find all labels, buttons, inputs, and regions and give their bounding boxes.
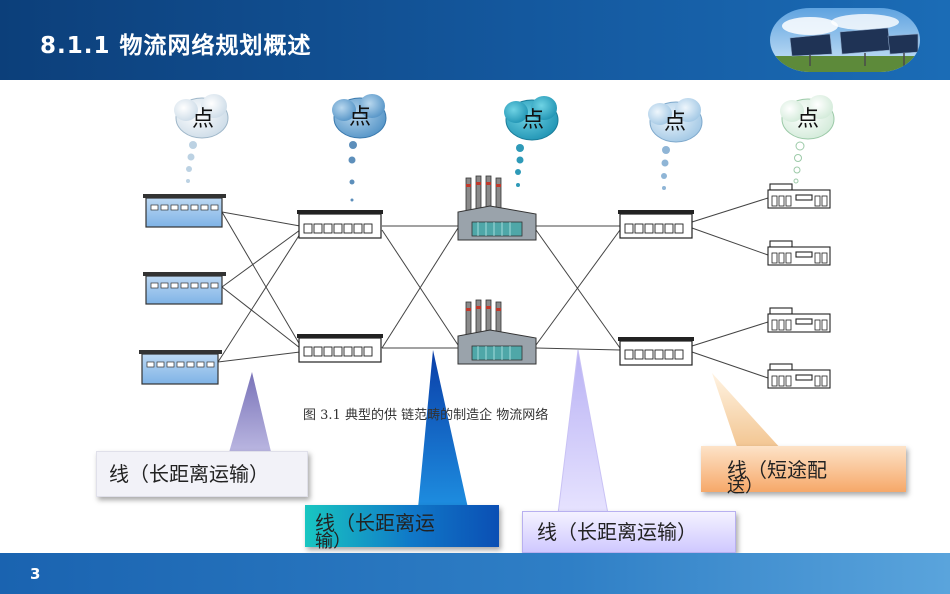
callout-pointer-2 [418, 350, 468, 508]
node-label-2: 点 [349, 105, 371, 130]
node-cloud-5: 点 [780, 95, 835, 184]
node-cloud-2: 点 [332, 94, 387, 202]
warehouse-upper [297, 210, 383, 239]
solar-panel-photo [770, 8, 920, 72]
supplier-warehouse-1 [143, 194, 226, 228]
warehouse-lower [297, 334, 383, 363]
factory-lower [457, 299, 537, 365]
callout-pointer-1 [228, 372, 272, 456]
factory-upper [457, 175, 537, 241]
callout-text-3: 线（长距离运输） [537, 520, 697, 544]
network-lines [217, 197, 769, 379]
callout-text-4a: 线（短途配 [727, 458, 827, 482]
footer-bar: 3 [0, 553, 950, 594]
callout-pointer-4 [712, 373, 782, 450]
callout-long-haul-1: 线（长距离运输） [96, 451, 308, 497]
callout-text-2b: 输） [315, 531, 351, 552]
node-cloud-1: 点 [174, 94, 229, 183]
retail-store-2 [767, 240, 831, 266]
page-title: 8.1.1 物流网络规划概述 [40, 33, 312, 59]
node-cloud-4: 点 [648, 98, 703, 190]
callout-long-haul-3: 线（长距离运输） [522, 511, 736, 553]
retail-store-1 [767, 183, 831, 209]
supplier-warehouse-3 [139, 350, 222, 385]
retail-store-4 [767, 363, 831, 389]
callout-short-delivery: 线（短途配 送） [701, 446, 906, 497]
distribution-center-upper [618, 210, 694, 239]
distribution-center-lower [618, 337, 694, 366]
figure-caption: 图 3.1 典型的供 链范畴的制造企 物流网络 [303, 407, 548, 423]
callout-text-1: 线（长距离运输） [109, 462, 269, 486]
retail-store-3 [767, 307, 831, 333]
node-label-3: 点 [522, 108, 544, 133]
node-label-1: 点 [192, 107, 214, 132]
header-bar: 8.1.1 物流网络规划概述 [0, 0, 950, 80]
supplier-warehouse-2 [143, 272, 226, 305]
node-label-4: 点 [664, 110, 686, 135]
page-number: 3 [30, 565, 41, 583]
callout-text-2a: 线（长距离运 [315, 511, 435, 535]
node-label-5: 点 [797, 107, 819, 132]
callout-text-4b: 送） [727, 476, 763, 497]
callout-long-haul-2: 线（长距离运 输） [305, 505, 499, 552]
node-cloud-3: 点 [504, 96, 559, 187]
callout-pointer-3 [557, 349, 609, 515]
